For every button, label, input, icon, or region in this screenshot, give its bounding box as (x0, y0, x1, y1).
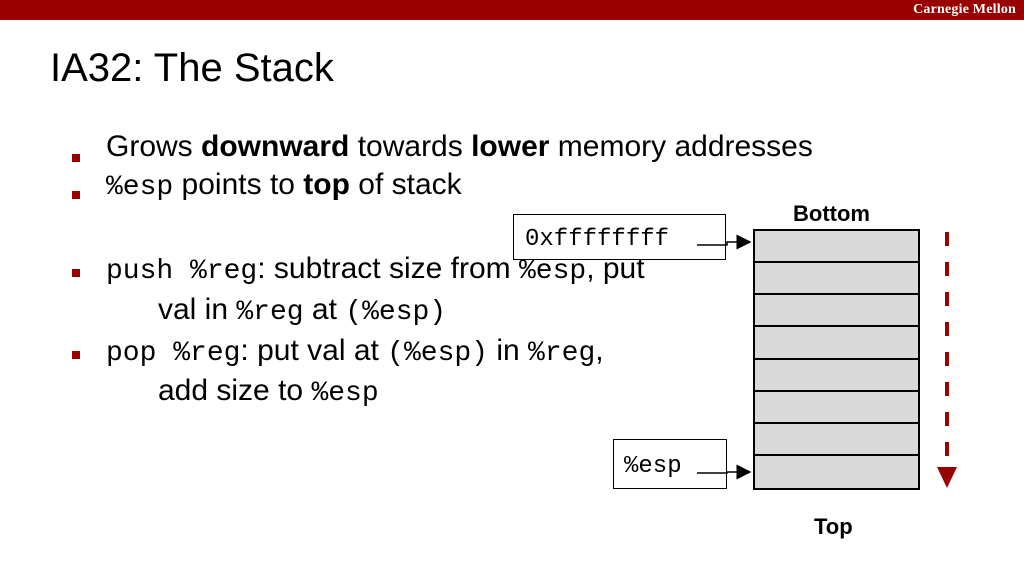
code-push: push %reg (106, 256, 258, 287)
code-esp-deref: (%esp) (387, 338, 488, 369)
bullet-marker (72, 351, 80, 359)
bullet-text: at (303, 293, 346, 326)
bullet-pop-continued: add size to %esp (158, 373, 379, 412)
code-esp: %esp (106, 172, 174, 203)
bullet-push-continued: val in %reg at (%esp) (158, 292, 446, 331)
bullet-text: points to (173, 168, 304, 201)
code-esp: %esp (311, 378, 379, 409)
bullet-marker (72, 154, 80, 162)
bullet-text: val in (158, 293, 237, 326)
bullet-marker (72, 269, 80, 277)
bullet-text: of stack (349, 168, 462, 201)
bullet-esp: %esp points to top of stack (106, 167, 462, 206)
bullet-text: memory addresses (549, 130, 813, 163)
code-pop: pop %reg (106, 338, 241, 369)
bullet-text: Grows (106, 130, 202, 163)
stack-slot (755, 295, 918, 328)
bullet-text: add size to (158, 374, 312, 407)
stack-diagram (753, 229, 920, 490)
slide-title: IA32: The Stack (50, 46, 334, 90)
bullet-text: : subtract size from (257, 252, 519, 285)
address-callout-box (513, 214, 726, 260)
code-esp-deref: (%esp) (345, 297, 447, 328)
bullet-text: in (488, 334, 529, 367)
bullet-emphasis: downward (201, 130, 350, 163)
stack-slot (755, 327, 918, 360)
bullet-growth: Grows downward towards lower memory addr… (106, 129, 813, 165)
esp-callout-label: %esp (624, 453, 682, 480)
bullet-emphasis: lower (471, 130, 550, 163)
bullet-text: , (595, 334, 604, 367)
code-esp: %esp (518, 256, 587, 287)
bullet-marker (72, 191, 80, 199)
bullet-push: push %reg: subtract size from %esp, put (106, 251, 645, 290)
bullet-text: towards (349, 130, 472, 163)
stack-top-label: Top (814, 514, 853, 539)
stack-bottom-label: Bottom (793, 201, 870, 226)
esp-pointer-arrow (697, 464, 752, 480)
bullet-text: : put val at (240, 334, 388, 367)
header-bar: Carnegie Mellon (0, 0, 1024, 20)
stack-slot (755, 263, 918, 296)
stack-slot (755, 392, 918, 424)
code-reg: %reg (528, 338, 596, 369)
stack-slot (755, 360, 918, 392)
growth-direction-arrowhead (937, 467, 957, 488)
esp-callout-box (613, 439, 727, 489)
brand-logo-text: Carnegie Mellon (913, 2, 1016, 17)
address-pointer-arrow (697, 234, 752, 250)
code-reg: %reg (236, 297, 304, 328)
stack-slot (755, 424, 918, 456)
address-callout-label: 0xffffffff (525, 226, 670, 253)
bullet-emphasis: top (303, 168, 350, 201)
stack-slot (755, 231, 918, 264)
bullet-pop: pop %reg: put val at (%esp) in %reg, (106, 333, 604, 372)
